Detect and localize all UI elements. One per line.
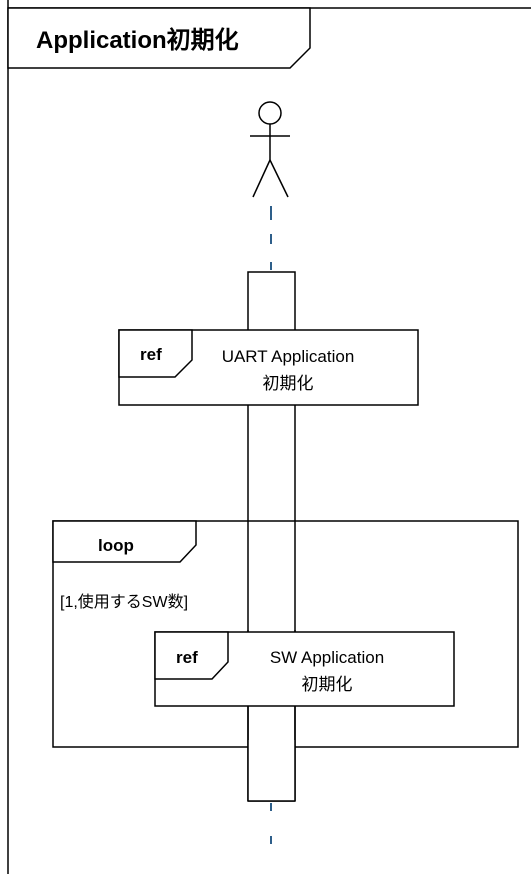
ref-sw-application: ref SW Application 初期化	[154, 631, 455, 707]
ref-uart-application: ref UART Application 初期化	[118, 329, 419, 406]
frame-title-tab: Application初期化	[7, 7, 311, 69]
ref-uart-line2: 初期化	[263, 374, 314, 393]
actor-icon	[250, 101, 290, 198]
activation-bar-overlay	[248, 740, 295, 801]
loop-guard: [1,使用するSW数]	[60, 593, 188, 611]
ref-sw-line2: 初期化	[302, 675, 353, 694]
ref-sw-tag: ref	[176, 648, 198, 667]
ref-uart-tag: ref	[140, 345, 162, 364]
ref-uart-line1: UART Application	[222, 347, 355, 366]
frame-title: Application初期化	[36, 26, 239, 54]
ref-sw-line1: SW Application	[270, 648, 384, 667]
loop-tag: loop	[98, 536, 134, 555]
